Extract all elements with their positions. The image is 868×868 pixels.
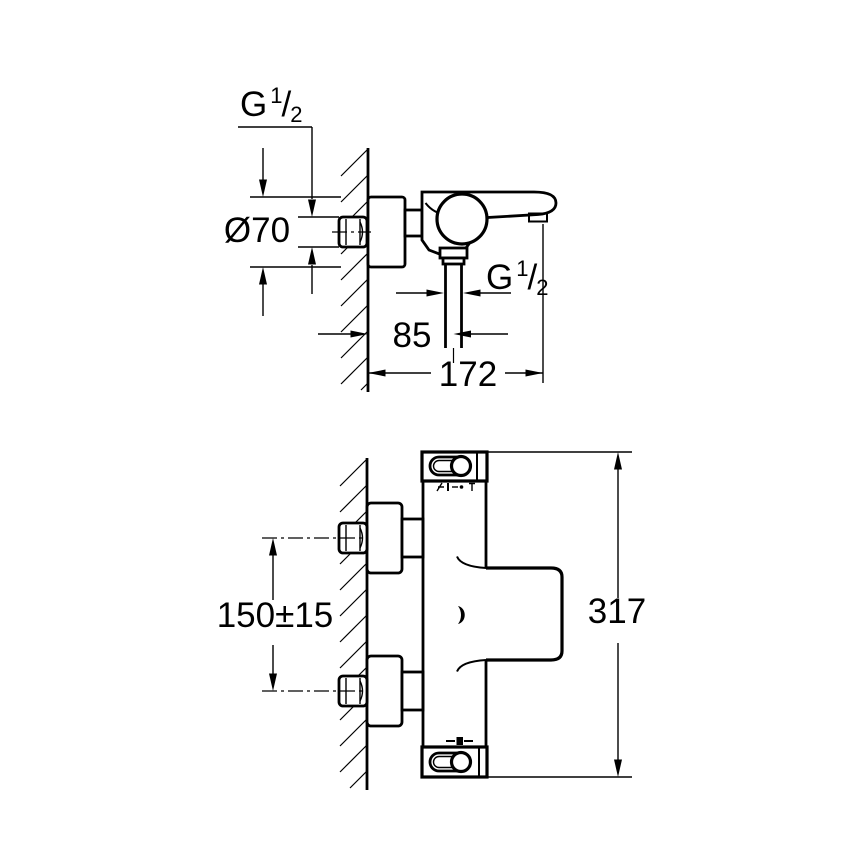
- hatch-line: [340, 330, 369, 359]
- dim-inlet-spacing: 150±15: [217, 538, 334, 691]
- hatch-line: [339, 562, 368, 591]
- outlet-collar-upper: [438, 246, 469, 260]
- inlet-flange-upper: [365, 501, 404, 575]
- top-cap-button: [449, 454, 473, 478]
- hatch-line: [340, 174, 369, 203]
- outlet-collar-lower: [441, 256, 466, 266]
- dim-overall-height: 317: [488, 451, 646, 778]
- flange-neck-side: [403, 208, 424, 238]
- hatch-line: [340, 278, 369, 307]
- handle-skirt-curve-lower: [456, 659, 487, 672]
- spout-outlet-nub: [528, 212, 548, 223]
- s-union-lower: [400, 670, 425, 712]
- flow-scale-icon: [446, 737, 473, 745]
- dim-flange-diameter: Ø70: [224, 148, 341, 316]
- grip-notch: [458, 606, 465, 624]
- label-wall-to-outlet: 85: [393, 316, 432, 355]
- hatch-line: [340, 252, 369, 281]
- shower-outlet-pipe: [444, 264, 463, 348]
- label-inlet-spacing: 150±15: [217, 596, 334, 635]
- handle-block: [486, 566, 564, 662]
- front-view: 150±15 317: [217, 450, 646, 790]
- hatch-line: [340, 149, 368, 177]
- label-overall-height: 317: [588, 592, 646, 631]
- hatch-line: [339, 588, 368, 617]
- hatch-line: [339, 718, 368, 747]
- hatch-line: [339, 614, 368, 643]
- hatch-line: [339, 484, 368, 513]
- inlet-lower: [337, 654, 425, 728]
- handle-skirt-curve-upper: [456, 556, 487, 569]
- wall-flange-side: [366, 195, 407, 269]
- temperature-scale-icon: [436, 482, 475, 492]
- body-column: [421, 481, 488, 747]
- s-union-upper: [400, 517, 425, 559]
- mixer-body-front: [420, 450, 564, 779]
- inlet-flange-lower: [365, 654, 404, 728]
- hatch-line: [349, 770, 368, 789]
- dim-wall-to-spout-end: 172: [368, 224, 544, 394]
- hatch-line: [339, 640, 368, 669]
- wall-hatch-front: [339, 459, 368, 789]
- wall-hatch-side: [340, 149, 369, 391]
- dim-wall-to-outlet: 85: [318, 316, 508, 355]
- bottom-cap-button: [449, 750, 473, 774]
- label-wall-to-spout-end: 172: [439, 355, 497, 394]
- hatch-line: [340, 304, 369, 333]
- hatch-line: [339, 459, 367, 487]
- hatch-line: [340, 356, 369, 385]
- label-flange-diameter: Ø70: [224, 211, 290, 250]
- hatch-line: [339, 744, 368, 773]
- thermostat-knob-side: [435, 192, 489, 246]
